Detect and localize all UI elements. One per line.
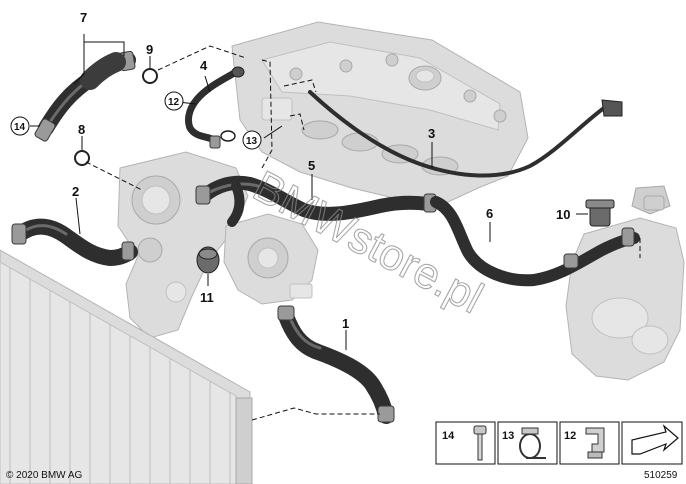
pipe-part-3 [308,90,623,178]
radiator-ghost [0,249,253,484]
direction-arrow-icon [631,424,679,455]
bolt-icon [473,425,487,461]
callout-circle-14 [10,116,30,136]
callout-3: 3 [428,126,435,141]
callout-2: 2 [72,184,79,199]
hose-part-7 [34,50,136,142]
callout-circle-12 [164,91,184,111]
legend-item-13: 13 [497,421,558,465]
fastener-legend: 14 13 12 [435,421,683,465]
expansion-tank-ghost [565,185,685,381]
callout-7: 7 [80,10,87,25]
hose-part-4 [184,66,245,149]
legend-item-14: 14 [435,421,496,465]
hose-part-1 [277,305,395,424]
hose-part-2 [11,218,138,266]
callout-12: 12 [168,97,180,108]
legend-item-12: 12 [559,421,620,465]
callout-8: 8 [78,122,85,137]
callout-1: 1 [342,316,349,331]
engine-block-ghost [117,151,249,339]
legend-number-12: 12 [564,430,576,442]
connection-lines [85,45,641,421]
o-ring-part-9 [142,68,158,84]
cylinder-head-ghost [231,21,529,203]
legend-number-14: 14 [442,430,455,442]
callout-13: 13 [246,136,258,147]
callout-14: 14 [14,122,26,133]
plug-part-10 [585,199,615,227]
copyright-notice: © 2020 BMW AG [6,470,83,481]
water-pump-ghost [223,213,319,305]
callout-11: 11 [200,290,214,305]
o-ring-part-8 [74,150,90,166]
hose-part-6 [430,196,640,287]
callout-6: 6 [486,206,493,221]
diagram-number: 510259 [644,470,678,481]
legend-item-arrow [621,421,683,465]
hose-part-5 [195,175,437,227]
callout-circle-13 [242,130,262,150]
callout-9: 9 [146,42,153,57]
callout-4: 4 [200,58,208,73]
callout-5: 5 [308,158,315,173]
legend-number-13: 13 [502,430,514,442]
callout-10: 10 [556,207,570,222]
clip-icon [585,427,605,459]
hose-clamp-icon [519,427,546,459]
plug-part-11 [196,246,220,274]
callouts: 7 9 8 14 4 12 13 3 5 2 6 10 11 1 [10,10,570,331]
